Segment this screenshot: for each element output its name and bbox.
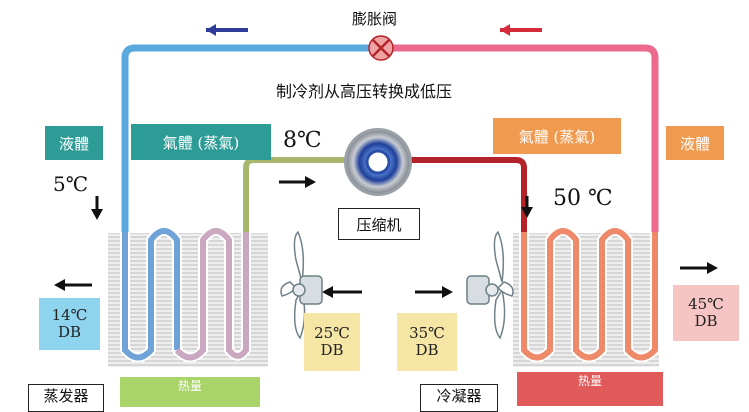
temp-box-25: 25℃ DB — [304, 313, 360, 371]
fan-icon — [466, 230, 514, 340]
expansion-valve-icon — [368, 35, 394, 61]
liquid-tag-left: 液體 — [45, 126, 103, 160]
temp-box-14: 14℃ DB — [39, 298, 100, 350]
temp-box-35-temp: 35℃ — [409, 324, 445, 342]
refrigeration-cycle-diagram — [54, 24, 718, 367]
suction-line — [243, 157, 345, 232]
arrow-icon — [415, 286, 453, 298]
heat-release-label: 热量 — [517, 372, 663, 406]
evaporator-label: 蒸发器 — [28, 384, 104, 412]
temp-box-25-db: DB — [320, 341, 344, 359]
temp-box-45-temp: 45℃ — [688, 295, 724, 313]
arrow-icon — [206, 24, 248, 36]
compressor-label: 压缩机 — [338, 208, 420, 240]
heat-absorb-label: 热量 — [120, 377, 260, 407]
temp-box-35: 35℃ DB — [397, 313, 457, 371]
temp-box-45: 45℃ DB — [673, 285, 739, 341]
condenser-label: 冷凝器 — [420, 384, 498, 412]
expansion-valve-label: 膨胀阀 — [352, 10, 398, 28]
temp-box-45-db: DB — [694, 312, 718, 330]
compressor-icon — [344, 128, 412, 196]
arrow-icon — [54, 279, 92, 291]
arrow-icon — [322, 286, 362, 298]
temp-box-14-db: DB — [57, 323, 82, 341]
arrow-icon — [279, 176, 316, 188]
pressure-note: 制冷剂从高压转换成低压 — [276, 82, 453, 101]
liquid-tag-right: 液體 — [666, 126, 724, 160]
temp-8: 8℃ — [283, 128, 322, 153]
gas-tag-left: 氣體 (蒸氣) — [131, 124, 271, 160]
temp-box-14-temp: 14℃ — [51, 306, 88, 324]
arrow-icon — [521, 196, 533, 218]
arrow-icon — [91, 196, 103, 220]
temp-box-35-db: DB — [415, 341, 439, 359]
temp-box-25-temp: 25℃ — [314, 324, 350, 342]
temp-50: 50 ℃ — [553, 186, 613, 211]
fan-icon — [280, 230, 323, 340]
arrow-icon — [500, 24, 542, 36]
gas-tag-right: 氣體 (蒸氣) — [493, 118, 621, 154]
arrow-icon — [680, 262, 718, 274]
temp-5: 5℃ — [53, 172, 89, 196]
discharge-line — [411, 157, 527, 232]
condenser-fins — [513, 233, 659, 367]
